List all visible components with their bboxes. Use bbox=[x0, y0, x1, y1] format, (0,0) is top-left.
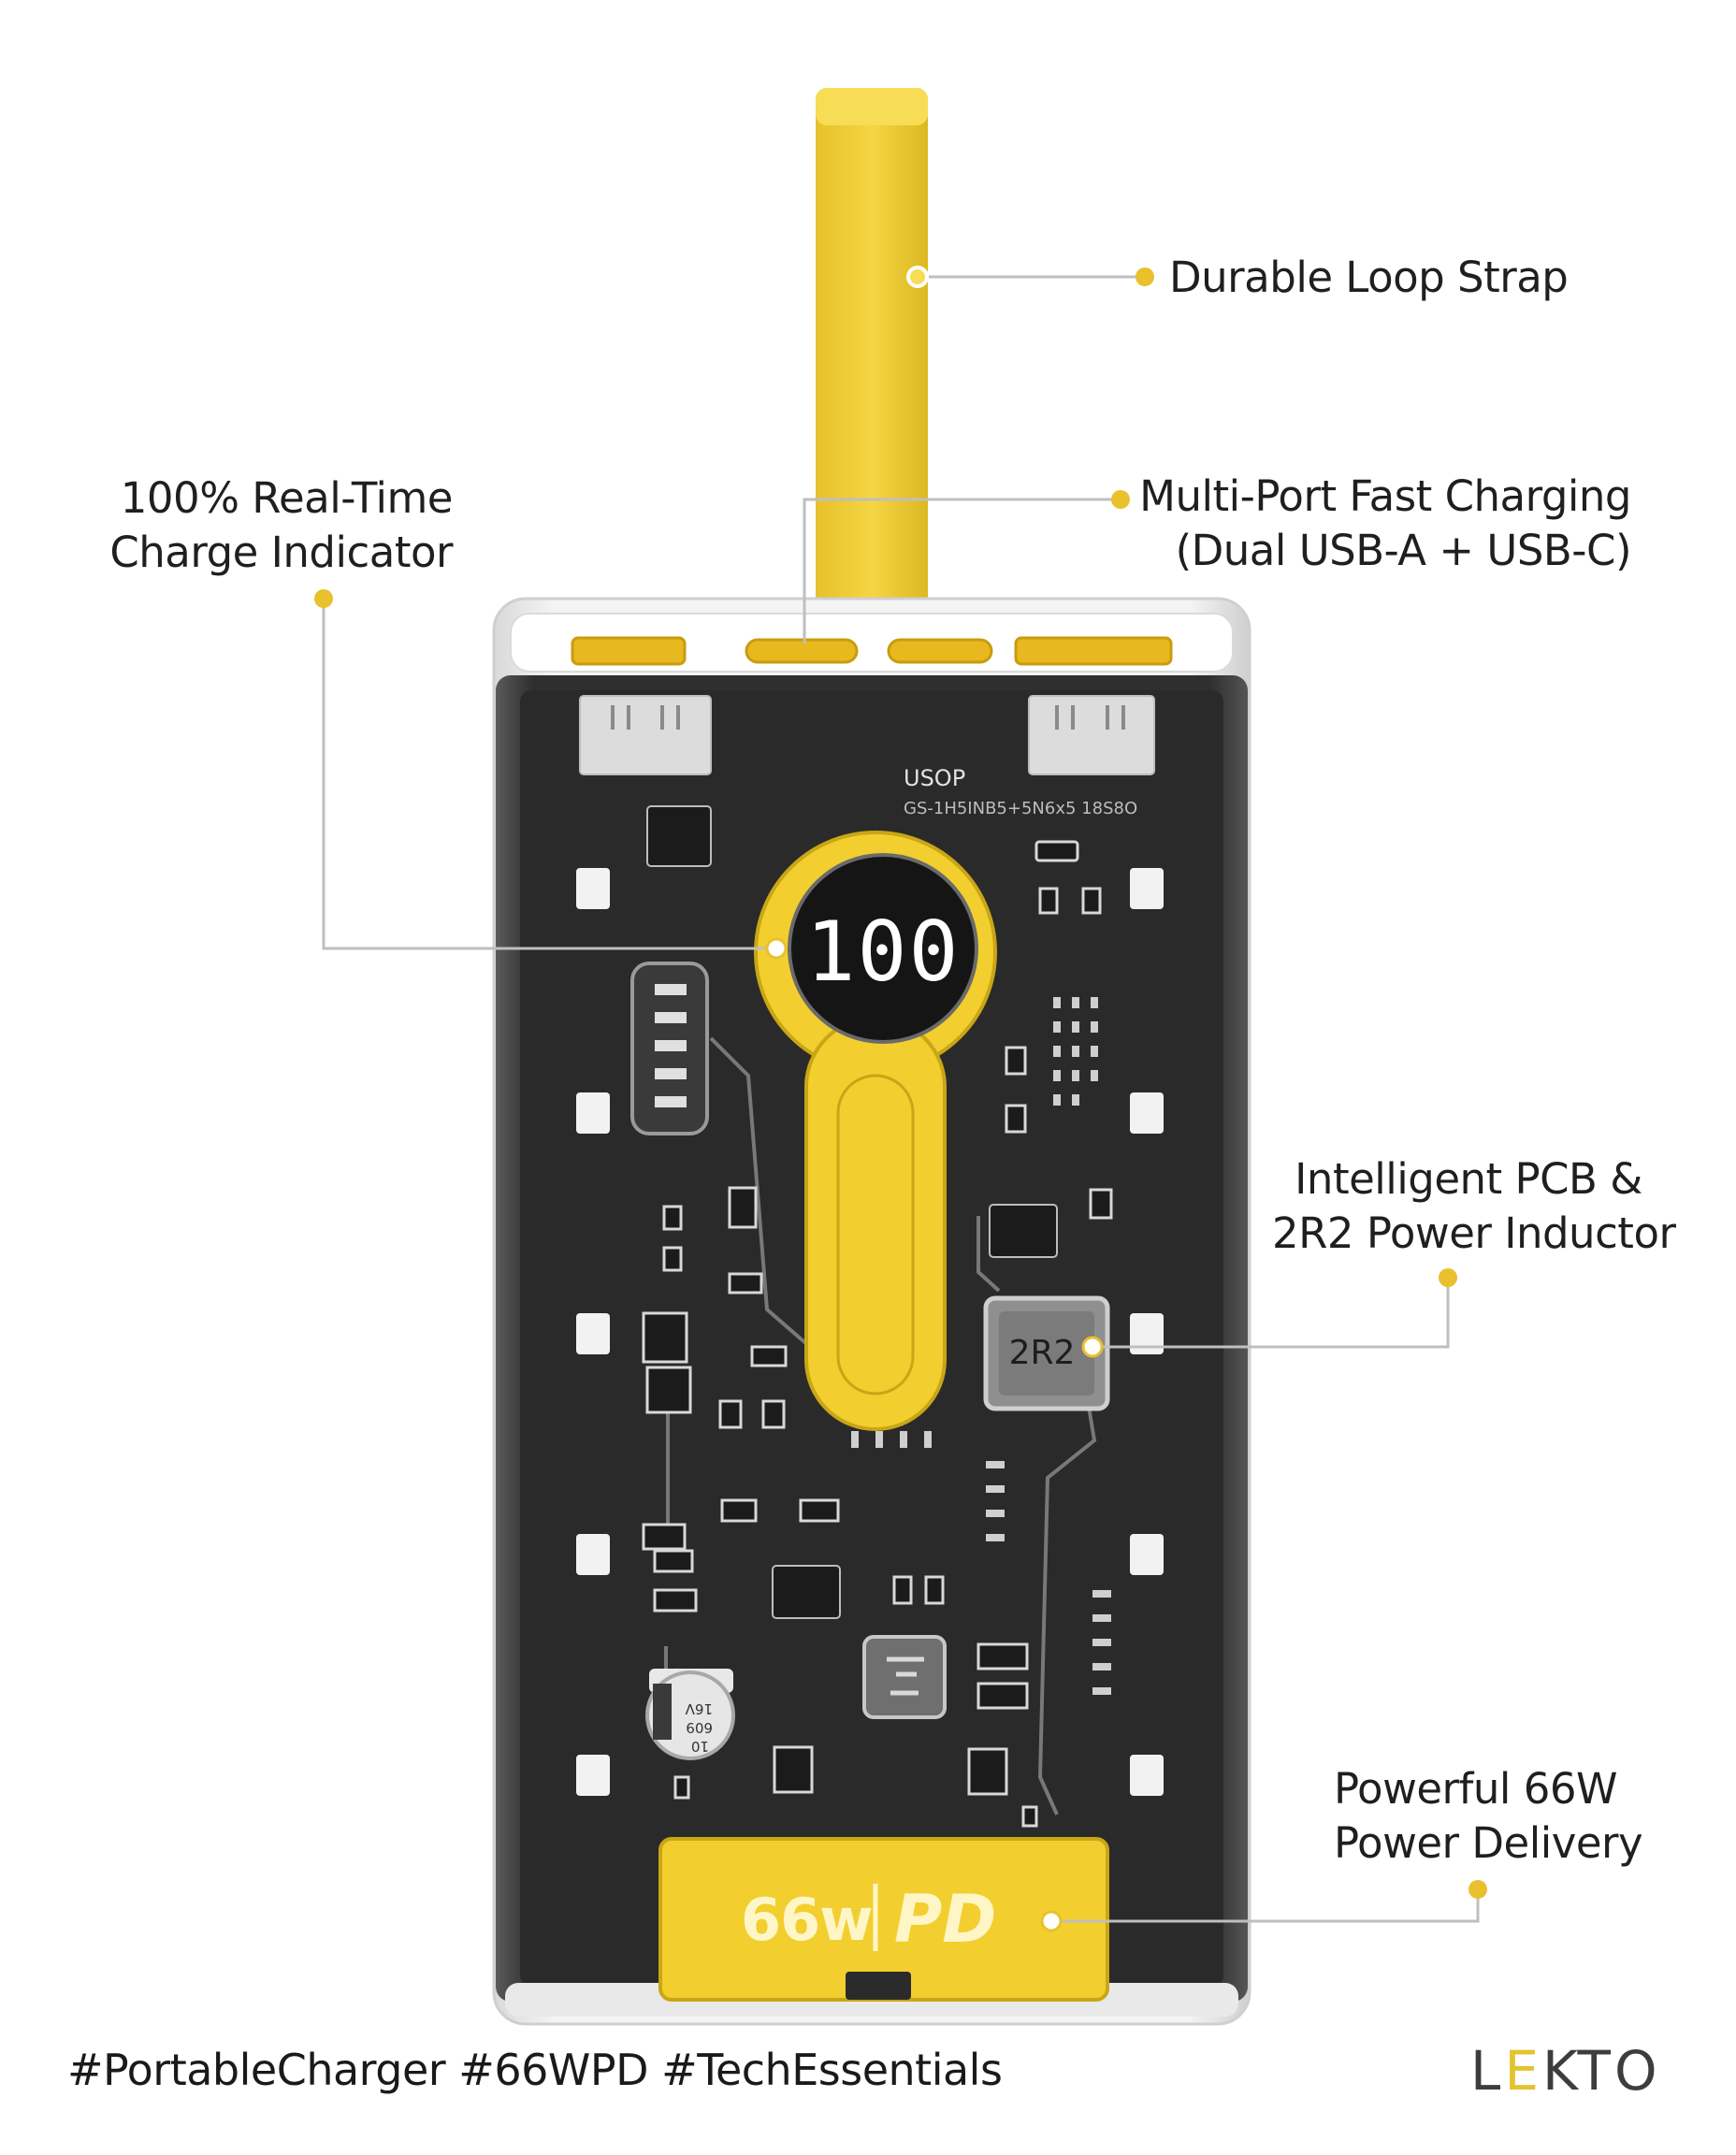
smd-components bbox=[642, 840, 1113, 1828]
power-inductor bbox=[983, 1295, 1110, 1411]
callout-multi-port-line2: (Dual USB-A + USB-C) bbox=[1175, 526, 1632, 575]
callout-leader-lines bbox=[322, 275, 1480, 1923]
callout-loop-strap: Durable Loop Strap bbox=[1169, 251, 1569, 305]
callout-power-delivery: Powerful 66W Power Delivery bbox=[1334, 1762, 1643, 1871]
footer-hashtags: #PortableCharger #66WPD #TechEssentials bbox=[67, 2045, 1003, 2095]
resistor-arrays bbox=[851, 997, 1111, 1695]
callout-power-delivery-line2: Power Delivery bbox=[1334, 1818, 1643, 1868]
usb-a-port-right bbox=[1014, 636, 1173, 666]
brand-logo-prefix: L bbox=[1470, 2039, 1505, 2103]
brand-logo-suffix: KTO bbox=[1541, 2039, 1661, 2103]
led-readout: 100 bbox=[806, 904, 961, 1000]
callout-multi-port: Multi-Port Fast Charging (Dual USB-A + U… bbox=[1136, 470, 1631, 578]
usb-a-port-left bbox=[571, 636, 687, 666]
callout-multi-port-line1: Multi-Port Fast Charging bbox=[1139, 471, 1631, 521]
mounting-pads bbox=[576, 868, 1164, 1796]
display-bracket bbox=[754, 831, 997, 1431]
brand-logo: LEKTO bbox=[1470, 2039, 1661, 2103]
callout-charge-indicator-line2: Charge Indicator bbox=[109, 528, 453, 577]
usb-c-port-1 bbox=[745, 638, 859, 664]
callout-charge-indicator-line1: 100% Real-Time bbox=[120, 473, 454, 523]
callout-charge-indicator: 100% Real-Time Charge Indicator bbox=[86, 471, 453, 580]
usb-ports bbox=[571, 636, 1173, 666]
electrolytic-capacitor bbox=[645, 1669, 735, 1760]
pd-badge bbox=[658, 1837, 1109, 2002]
callout-pcb-inductor-line1: Intelligent PCB & bbox=[1295, 1154, 1642, 1204]
pcb-marking-usop: USOP bbox=[904, 765, 965, 791]
capacitor-marking-3: 10 bbox=[691, 1738, 709, 1755]
battery-connector bbox=[630, 962, 709, 1135]
callout-loop-strap-text: Durable Loop Strap bbox=[1169, 253, 1569, 302]
pd-badge-wattage: 66w bbox=[741, 1886, 873, 1954]
small-inductor bbox=[862, 1635, 947, 1719]
callout-dots bbox=[314, 266, 1487, 1932]
brand-logo-mark: E bbox=[1504, 2039, 1542, 2103]
callout-power-delivery-line1: Powerful 66W bbox=[1334, 1764, 1617, 1814]
capacitor-marking-2: 609 bbox=[686, 1719, 713, 1736]
loop-strap bbox=[816, 88, 928, 621]
pd-badge-text: PD bbox=[894, 1881, 996, 1958]
led-display bbox=[788, 853, 978, 1044]
inductor-label: 2R2 bbox=[1009, 1334, 1076, 1372]
pcb-marking-code: GS-1H5INB5+5N6x5 18S8O bbox=[904, 799, 1137, 818]
usb-c-port-2 bbox=[887, 638, 993, 664]
ic-chips bbox=[646, 805, 1058, 1619]
callout-pcb-inductor: Intelligent PCB & 2R2 Power Inductor bbox=[1272, 1152, 1676, 1261]
callout-pcb-inductor-line2: 2R2 Power Inductor bbox=[1272, 1208, 1676, 1258]
capacitor-marking-1: 16V bbox=[685, 1700, 713, 1717]
